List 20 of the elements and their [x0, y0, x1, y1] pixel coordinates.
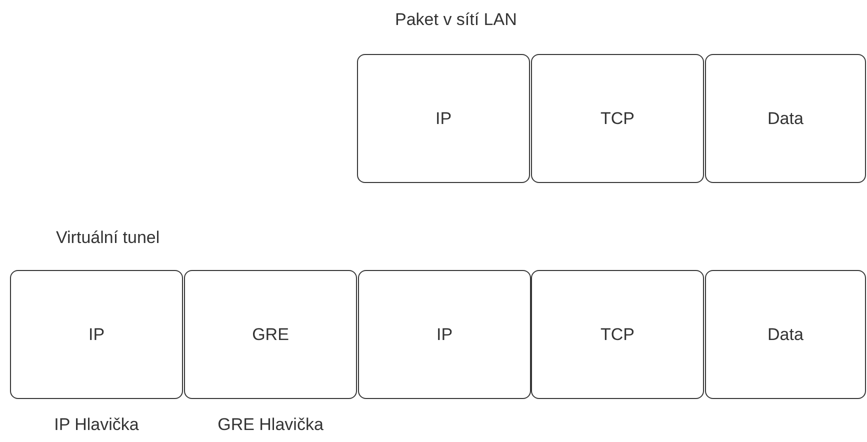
field-label: IP — [88, 324, 105, 344]
section-heading: Paket v sítí LAN — [395, 10, 517, 30]
node-label: IP Hlavička — [53, 415, 140, 435]
field-label: Data — [768, 108, 804, 128]
header-field-box — [184, 270, 357, 399]
field-label: IP — [436, 324, 453, 344]
header-field-box — [357, 54, 530, 183]
field-label: TCP — [600, 324, 634, 344]
header-field-box — [358, 270, 531, 399]
field-label: GRE — [252, 324, 289, 344]
header-field-box — [705, 270, 866, 399]
field-label: TCP — [600, 108, 634, 128]
header-field-box — [705, 54, 866, 183]
header-field-box — [10, 270, 183, 399]
section-heading: Virtuální tunel — [56, 228, 160, 248]
field-label: Data — [768, 324, 804, 344]
header-field-box — [531, 54, 704, 183]
field-label: IP — [435, 108, 452, 128]
node-label: GRE Hlavička — [216, 415, 324, 435]
header-field-box — [531, 270, 704, 399]
